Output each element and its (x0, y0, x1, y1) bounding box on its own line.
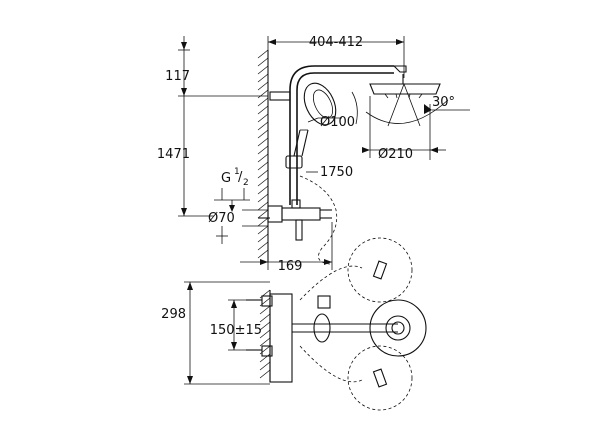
wall-hatching (257, 49, 269, 259)
tilt-angle-leader (424, 104, 470, 114)
thread-frac-den: 2 (243, 178, 249, 188)
plan-view (184, 237, 427, 411)
inlet-marker (214, 188, 250, 212)
thermostat-mixer (258, 199, 332, 241)
elevation-view (178, 36, 470, 270)
hatch-line (259, 361, 271, 371)
shower-hose (299, 175, 338, 265)
hatch-line (259, 353, 271, 363)
thread-label: G (221, 171, 231, 186)
hatch-line (257, 145, 269, 155)
hatch-line (257, 137, 269, 147)
wall-bracket-top (269, 91, 291, 101)
hatch-line (257, 113, 269, 123)
top-height-label: 117 (165, 69, 190, 84)
thread-frac-slash: / (238, 170, 243, 185)
hatch-line (257, 57, 269, 67)
hatch-line (259, 329, 271, 339)
hatch-line (257, 225, 269, 235)
plan-depth-label: 298 (161, 307, 186, 322)
inlet-diameter-label: Ø70 (208, 211, 235, 226)
hatch-line (257, 249, 269, 259)
thread-frac-num: 1 (234, 167, 240, 177)
swing-circles (299, 237, 413, 411)
hatch-line (257, 161, 269, 171)
hatch-line (259, 337, 271, 347)
dim-line-169 (240, 222, 333, 270)
hatch-line (257, 105, 269, 115)
head-shower (365, 65, 449, 160)
dim-line-117 (178, 36, 268, 97)
dim-line-404-412 (268, 39, 404, 45)
hatch-line (257, 153, 269, 163)
swing-bars (372, 260, 388, 388)
hatch-line (257, 81, 269, 91)
hatch-line (257, 169, 269, 179)
hatch-line (257, 129, 269, 139)
hatch-line (257, 89, 269, 99)
hatch-line (257, 217, 269, 227)
hatch-line (257, 49, 269, 59)
dim-line-1471 (178, 96, 214, 217)
hand-shower-arc (351, 91, 358, 125)
hand-diameter-label: Ø100 (320, 115, 355, 130)
hatch-line (257, 65, 269, 75)
hand-diameter-leader (307, 117, 342, 123)
dim-line-150 (228, 299, 246, 351)
hatch-line (257, 233, 269, 243)
hatch-line (257, 185, 269, 195)
hatch-line (259, 313, 271, 323)
hatch-line (257, 177, 269, 187)
hatch-line (257, 97, 269, 107)
arm-reach-label: 404-412 (309, 35, 363, 50)
riser-pipe (289, 65, 394, 205)
overall-height-label: 1471 (157, 147, 190, 162)
hand-shower (285, 82, 337, 169)
hose-length-label: 1750 (320, 165, 353, 180)
hatch-line (257, 73, 269, 83)
shower-arm-plan (292, 299, 427, 357)
hatch-line (257, 121, 269, 131)
tilt-angle-label: 30° (432, 95, 455, 110)
wall-hatching (259, 289, 271, 379)
dim-line-298 (184, 281, 270, 385)
hatch-line (259, 305, 271, 315)
hatch-line (257, 209, 269, 219)
wall-offset-label: 169 (278, 259, 303, 274)
hatch-line (257, 193, 269, 203)
head-diameter-label: Ø210 (378, 147, 413, 162)
inlet-diameter-leader (216, 209, 268, 244)
wall-elevation (257, 49, 269, 262)
hatch-line (257, 241, 269, 251)
hatch-line (259, 369, 271, 379)
hatch-line (259, 321, 271, 331)
head-diameter-dim (362, 96, 446, 158)
hatch-line (257, 201, 269, 211)
inlet-spacing-label: 150±15 (210, 323, 262, 338)
mixer-plan (246, 293, 331, 383)
